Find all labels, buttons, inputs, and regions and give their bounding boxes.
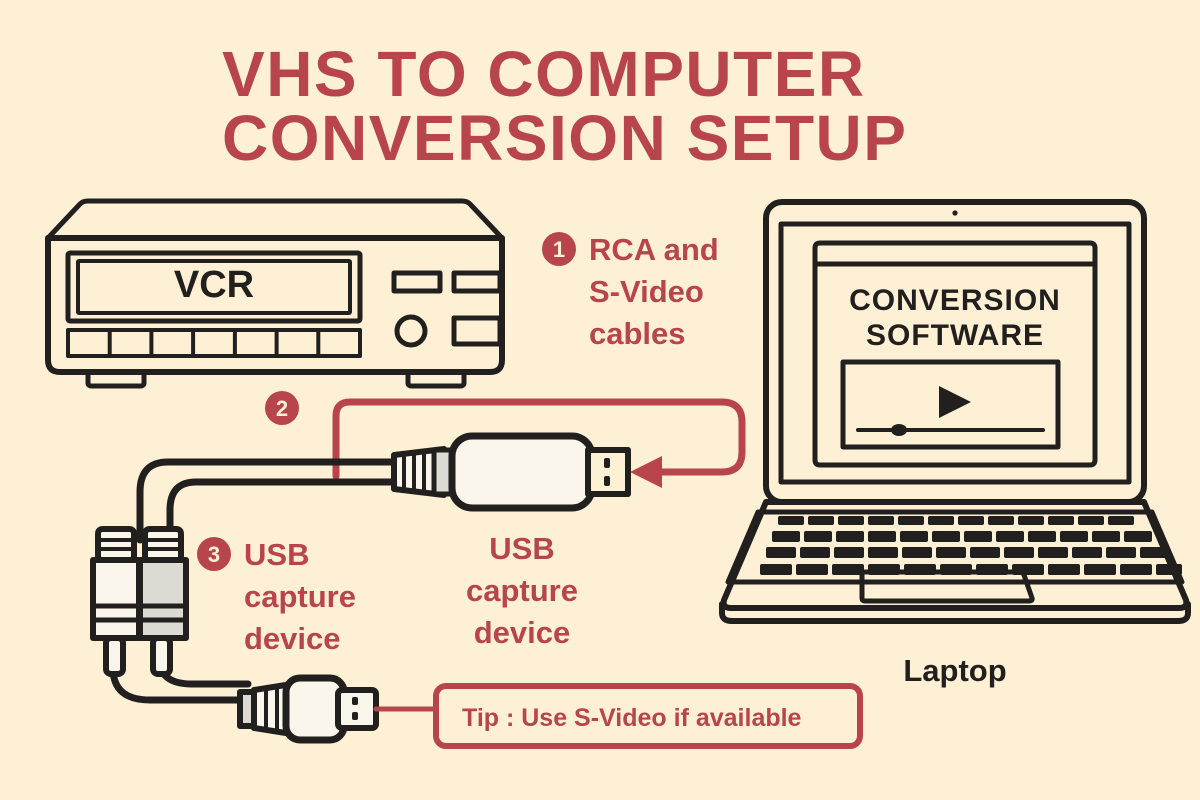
usb-arrow-path <box>332 398 746 480</box>
badge-2-circle <box>265 391 299 425</box>
vcr-display-text: VCR <box>174 264 254 306</box>
tip-callout: Tip : Use S-Video if available <box>373 683 863 749</box>
trackpad[interactable] <box>859 569 1035 604</box>
progress-thumb[interactable] <box>891 424 907 436</box>
rca-right-strain-relief <box>142 526 184 563</box>
webcam-icon <box>952 210 958 216</box>
rca-left-ribs <box>96 538 136 551</box>
tip-box <box>433 683 863 749</box>
play-triangle-icon[interactable] <box>939 386 971 418</box>
vcr-top-panel <box>45 198 505 241</box>
usb-connection-arrow: 2 <box>265 391 746 488</box>
app-title-line-2: SOFTWARE <box>866 319 1044 352</box>
rca-cable-lower <box>166 478 400 544</box>
keyboard-keys[interactable] <box>760 516 1182 575</box>
usb-contact-2 <box>604 476 610 486</box>
badge-1-circle <box>542 232 576 266</box>
rca-cable-upper <box>136 458 400 544</box>
svideo-contact-1 <box>352 697 358 705</box>
vcr-indicator-2 <box>451 270 503 294</box>
svideo-cable-lower <box>109 641 252 704</box>
rca-left-pin <box>103 635 126 677</box>
capture-label-line-3: device <box>474 615 571 650</box>
callout-1-line-2: S-Video <box>589 274 704 309</box>
capture-label-line-2: capture <box>466 573 578 608</box>
capture-label-line-1: USB <box>489 531 554 566</box>
usb-contact-1 <box>604 458 610 468</box>
rca-right-ribs <box>143 538 183 551</box>
badge-3-circle <box>197 537 231 571</box>
svideo-cable-upper <box>156 641 252 688</box>
callout-rca-svideo: 1 RCA and S-Video cables <box>542 232 719 351</box>
callout-usb-capture: 3 USB capture device <box>197 537 356 656</box>
s-video-connector-icon <box>237 674 379 744</box>
rca-right-barrel <box>137 557 189 641</box>
vcr-display-inner <box>76 259 352 315</box>
callout-1-line-3: cables <box>589 316 686 351</box>
svideo-cable-pair <box>109 641 252 704</box>
keyboard-well <box>725 509 1185 585</box>
laptop-base-lip <box>719 601 1191 624</box>
rca-left-bands <box>90 603 142 623</box>
app-title-line-1: CONVERSION <box>849 284 1061 317</box>
title-line-2: CONVERSION SETUP <box>222 102 907 174</box>
svideo-ribs <box>264 684 279 734</box>
badge-1-number: 1 <box>553 237 565 262</box>
vcr-button-dividers <box>107 328 321 358</box>
badge-3-number: 3 <box>208 542 220 567</box>
rca-plug-left <box>90 526 142 677</box>
tip-text: Tip : Use S-Video if available <box>462 704 802 732</box>
laptop-device: CONVERSION SOFTWARE <box>719 199 1191 688</box>
vcr-foot-left <box>85 369 147 389</box>
laptop-label: Laptop <box>903 653 1006 688</box>
conversion-app-window: CONVERSION SOFTWARE <box>812 240 1098 468</box>
capture-device-body <box>448 432 596 512</box>
vcr-device: VCR <box>45 198 505 389</box>
vcr-indicator-1 <box>391 270 443 294</box>
rca-cable-pair <box>136 458 400 544</box>
rca-left-strain-relief <box>95 526 137 563</box>
rca-right-pin <box>150 635 173 677</box>
callout-3-line-1: USB <box>244 537 309 572</box>
callout-1-line-1: RCA and <box>589 232 719 267</box>
vcr-foot-right <box>405 369 467 389</box>
svideo-tip <box>335 687 379 731</box>
usb-a-connector-icon <box>585 447 631 497</box>
badge-2-number: 2 <box>276 396 288 421</box>
usb-arrow-head <box>630 456 662 488</box>
vcr-indicator-3 <box>451 315 503 347</box>
callout-3-line-2: capture <box>244 579 356 614</box>
capture-strain-ribs <box>402 450 426 494</box>
rca-left-barrel <box>90 557 142 641</box>
page-title: VHS TO COMPUTER CONVERSION SETUP <box>222 38 907 174</box>
vcr-button-strip <box>66 328 362 358</box>
round-knob-icon <box>394 314 428 348</box>
title-line-1: VHS TO COMPUTER <box>222 38 866 110</box>
callout-3-line-3: device <box>244 621 341 656</box>
rca-right-bands <box>137 603 189 623</box>
rca-plug-right <box>137 526 189 677</box>
usb-capture-device: USB capture device <box>391 432 631 650</box>
svideo-contact-2 <box>352 712 358 720</box>
